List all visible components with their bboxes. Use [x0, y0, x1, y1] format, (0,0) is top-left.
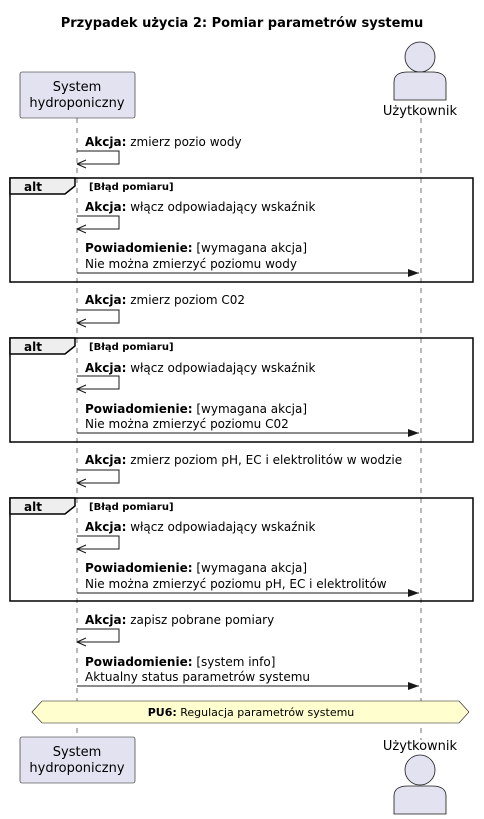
message-measure-water: Akcja: zmierz pozio wody [85, 135, 242, 149]
participant-system-bottom-line1: System [53, 745, 101, 760]
message-indicator-1: Akcja: włącz odpowiadający wskaźnik [85, 200, 315, 214]
alt-label-2: alt [24, 340, 42, 354]
message-save-measurements: Akcja: zapisz pobrane pomiary [85, 613, 274, 627]
message-notify-1-line2: Nie można zmierzyć poziomu wody [85, 257, 297, 271]
message-notify-final-line2: Aktualny status parametrów systemu [85, 670, 310, 684]
alt-guard-3: [Błąd pomiaru] [89, 502, 174, 513]
alt-frame-1: alt [Błąd pomiaru] Akcja: włącz odpowiad… [9, 177, 474, 283]
message-indicator-3: Akcja: włącz odpowiadający wskaźnik [85, 520, 315, 534]
user-actor-bottom-icon [404, 754, 436, 786]
participant-system-bottom-line2: hydroponiczny [29, 761, 124, 776]
participant-system-line2: hydroponiczny [29, 96, 124, 111]
message-notify-2: Powiadomienie: [wymagana akcja] [85, 402, 307, 416]
participant-user-top: Użytkownik [383, 41, 458, 119]
participant-user-bottom: Użytkownik [383, 739, 458, 815]
alt-guard-2: [Błąd pomiaru] [89, 342, 174, 353]
message-indicator-2: Akcja: włącz odpowiadający wskaźnik [85, 361, 315, 375]
participant-system-bottom: System hydroponiczny [19, 736, 136, 784]
message-notify-final: Powiadomienie: [system info] [85, 655, 275, 669]
message-notify-3: Powiadomienie: [wymagana akcja] [85, 561, 307, 575]
user-actor-icon [404, 41, 436, 73]
reference-pu6: PU6: Regulacja parametrów systemu [31, 700, 470, 724]
participant-system-top: System hydroponiczny [19, 71, 136, 119]
message-notify-1: Powiadomienie: [wymagana akcja] [85, 241, 307, 255]
alt-frame-2: alt [Błąd pomiaru] Akcja: włącz odpowiad… [9, 337, 474, 443]
alt-guard-1: [Błąd pomiaru] [89, 182, 174, 193]
participant-user-bottom-label: Użytkownik [383, 739, 458, 754]
diagram-title: Przypadek użycia 2: Pomiar parametrów sy… [61, 16, 424, 31]
message-notify-2-line2: Nie można zmierzyć poziomu C02 [85, 417, 289, 431]
message-notify-3-line2: Nie można zmierzyć poziomu pH, EC i elek… [85, 577, 387, 591]
message-measure-ph: Akcja: zmierz poziom pH, EC i elektrolit… [85, 453, 402, 467]
alt-label-1: alt [24, 180, 42, 194]
alt-label-3: alt [24, 500, 42, 514]
reference-label: PU6: Regulacja parametrów systemu [148, 706, 355, 719]
alt-frame-3: alt [Błąd pomiaru] Akcja: włącz odpowiad… [9, 497, 474, 602]
participant-user-label: Użytkownik [383, 104, 458, 119]
participant-system-line1: System [53, 80, 101, 95]
message-measure-co2: Akcja: zmierz poziom C02 [85, 293, 245, 307]
